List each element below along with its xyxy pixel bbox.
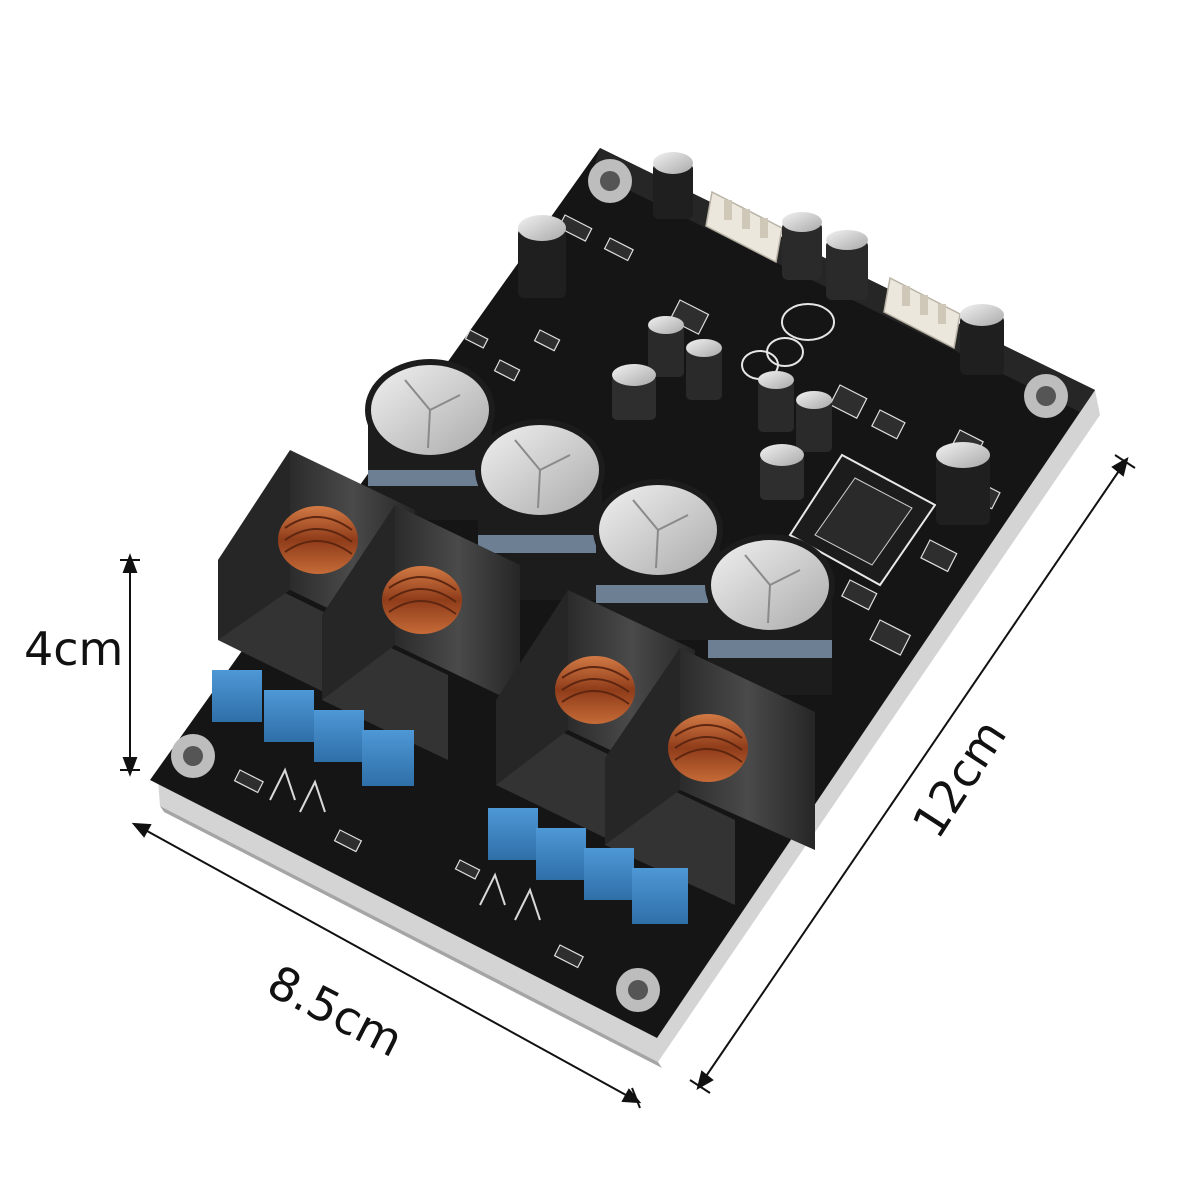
mounting-hole-icon	[171, 734, 215, 778]
capacitor-icon	[314, 710, 364, 762]
capacitor-icon	[653, 152, 693, 219]
capacitor-icon	[760, 444, 804, 500]
film-capacitors-left	[212, 670, 414, 786]
inductor-icon	[218, 450, 415, 700]
capacitor-icon	[686, 339, 722, 400]
mounting-hole-icon	[1024, 374, 1068, 418]
inductors-right	[496, 590, 815, 905]
output-wires	[269, 767, 541, 921]
terminal-connector-icon	[883, 276, 961, 350]
inductors-left	[218, 450, 520, 760]
capacitor-icon	[536, 828, 586, 880]
capacitor-icon	[264, 690, 314, 742]
mounting-hole-icon	[588, 159, 632, 203]
mounting-hole-icon	[616, 968, 660, 1012]
capacitor-icon	[782, 212, 822, 280]
width-dimension	[131, 822, 642, 1109]
capacitor-icon	[936, 442, 990, 525]
capacitor-icon	[518, 215, 566, 298]
capacitor-icon	[612, 364, 656, 420]
capacitor-icon	[475, 419, 605, 600]
capacitor-icon	[796, 391, 832, 452]
capacitor-icon	[212, 670, 262, 722]
mounting-holes	[171, 159, 1068, 1012]
film-capacitors-right	[488, 808, 688, 924]
small-capacitors	[518, 152, 1004, 525]
capacitor-icon	[648, 316, 684, 377]
height-label: 4cm	[24, 622, 124, 676]
capacitor-icon	[758, 371, 794, 432]
chip-icon	[788, 453, 937, 587]
terminal-connector-icon	[705, 190, 783, 264]
length-dimension	[689, 454, 1136, 1094]
capacitor-icon	[826, 230, 868, 300]
inductor-icon	[605, 648, 815, 905]
capacitor-icon	[584, 848, 634, 900]
pcb-edge-shadow	[160, 806, 662, 1068]
height-dimension	[120, 553, 140, 777]
capacitor-icon	[488, 808, 538, 860]
capacitor-icon	[362, 730, 414, 786]
dimension-lines	[120, 454, 1136, 1109]
capacitor-icon	[960, 304, 1004, 375]
capacitor-icon	[632, 868, 688, 924]
inductor-icon	[322, 505, 520, 760]
capacitor-icon	[365, 359, 495, 520]
